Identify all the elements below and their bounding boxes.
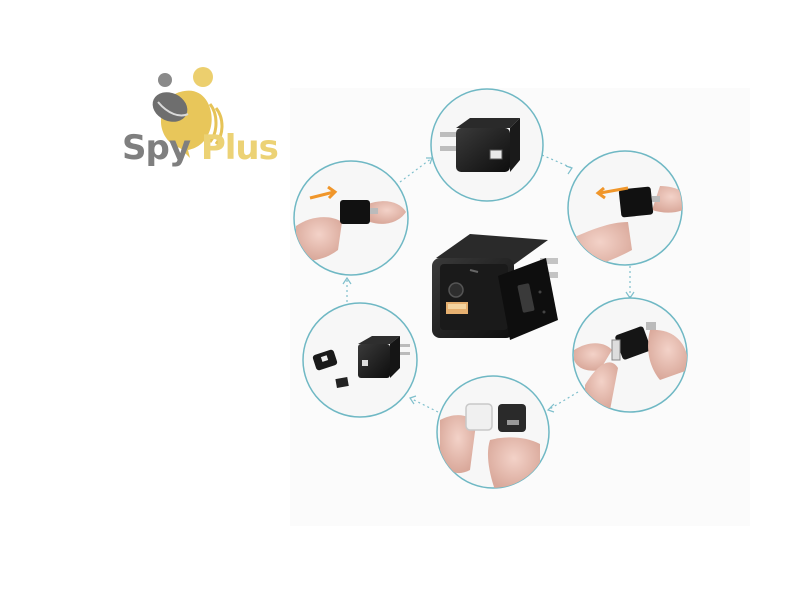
logo-word-spy: Spy bbox=[122, 128, 191, 168]
step-circle-upper-right bbox=[567, 150, 683, 266]
step-circle-lower-right bbox=[572, 297, 688, 413]
center-product-camera-charger bbox=[432, 234, 558, 340]
step-circle-lower-left bbox=[302, 302, 418, 418]
logo-word-plus: Plus bbox=[200, 128, 279, 168]
spyplus-logo bbox=[118, 62, 308, 177]
step-circle-top bbox=[430, 88, 544, 202]
step-circle-upper-left bbox=[293, 160, 409, 276]
logo-wordmark: Spy Plus bbox=[122, 128, 279, 168]
step-circle-bottom bbox=[436, 375, 550, 489]
connector-arrows bbox=[346, 154, 631, 413]
bee-icon bbox=[152, 67, 224, 158]
